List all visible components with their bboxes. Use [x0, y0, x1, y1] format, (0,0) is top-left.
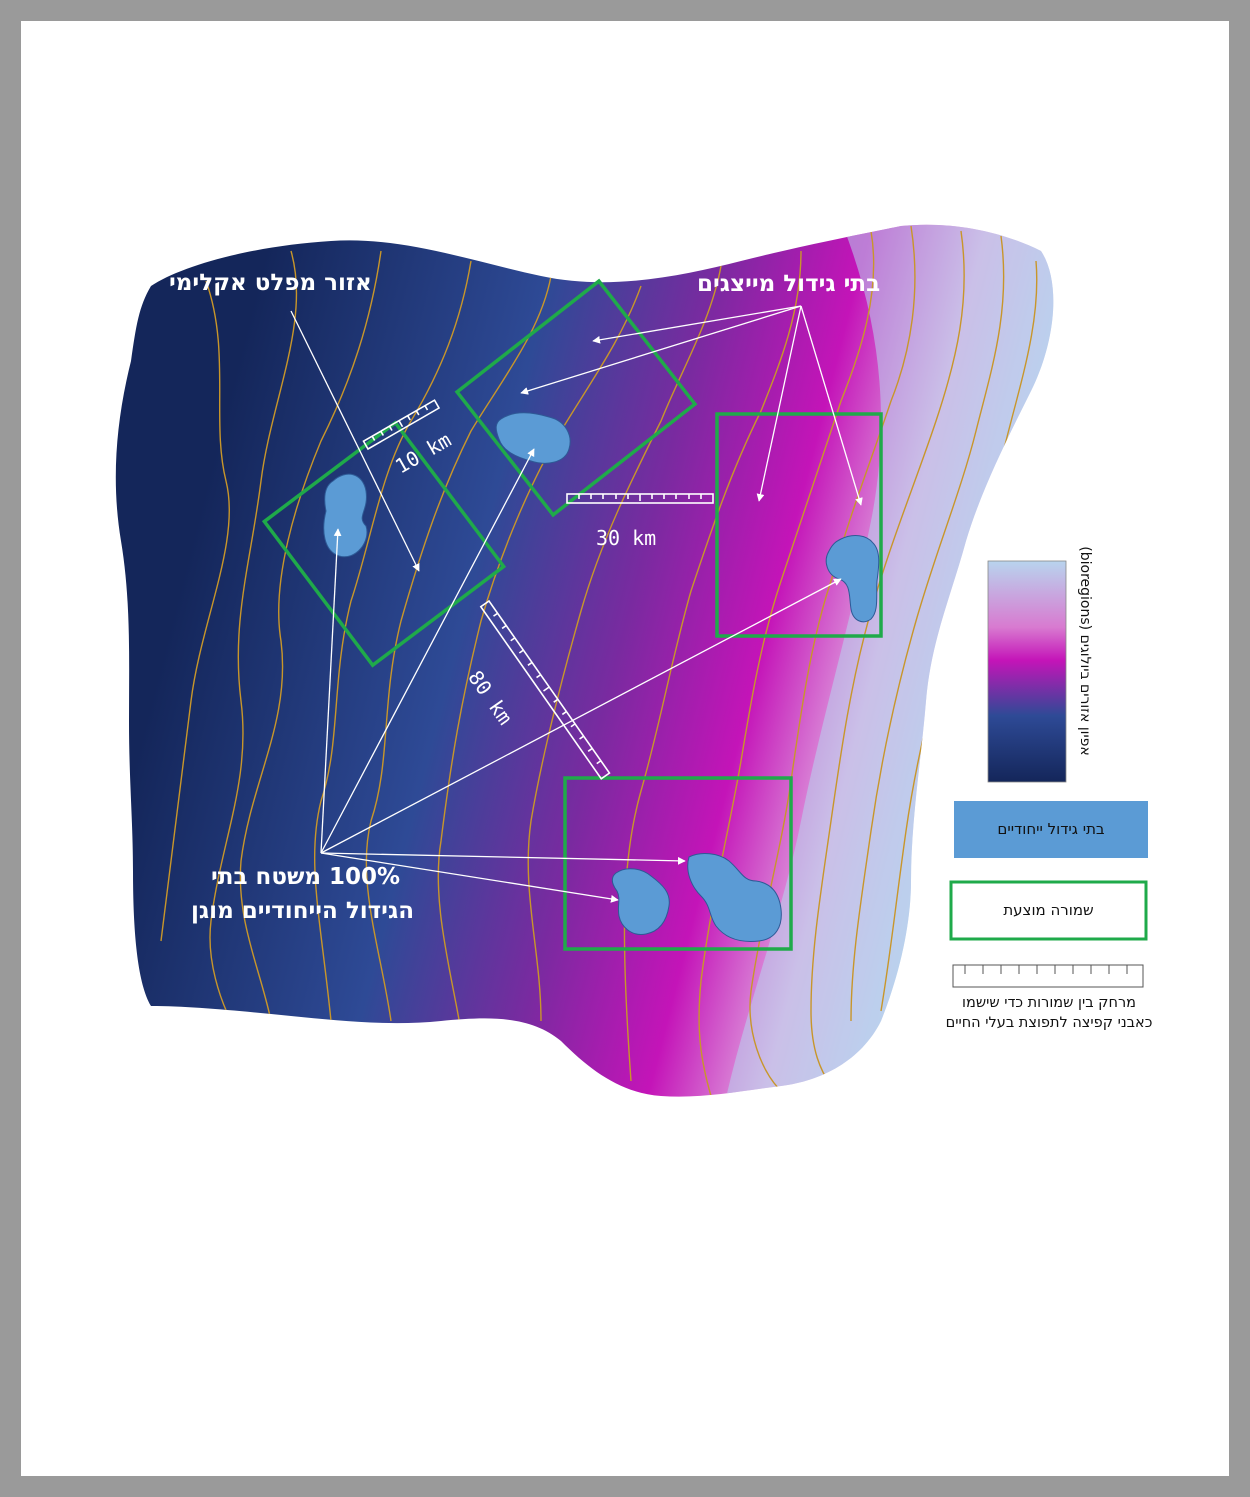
scale-label-30: 30 km — [596, 526, 657, 550]
legend-scale-swatch — [952, 964, 1144, 988]
bioregion-map — [115, 224, 1148, 1097]
label-protected-line2: הגידול הייחודיים מוגן — [191, 898, 415, 924]
reserve-north — [454, 278, 698, 518]
unique-habitats — [323, 412, 880, 942]
scale-bars — [362, 399, 714, 780]
habitat-east — [825, 535, 880, 623]
legend-distance-text: מרחק בין שמורות כדי שישמו כאבני קפיצה לת… — [945, 995, 1153, 1031]
reserve-east — [715, 412, 883, 638]
legend-unique-habitats: בתי גידול ייחודיים — [997, 820, 1105, 838]
legend-graphics — [949, 560, 1148, 988]
reserve-south — [563, 776, 793, 951]
legend-proposed-reserve: שמורה מוצעת — [1003, 901, 1094, 919]
scale-bar-80 — [479, 599, 611, 780]
legend-gradient-bar — [987, 560, 1067, 783]
scale-bar-30 — [566, 493, 714, 504]
legend-reserve-swatch — [949, 880, 1148, 941]
habitat-south-1 — [611, 868, 670, 935]
map-frame: אזור מפלט אקלימי בתי גידול מייצגים 100% … — [21, 21, 1229, 1476]
habitat-west — [323, 473, 368, 558]
label-protected-line1: 100% משטח בתי — [211, 864, 401, 890]
label-representative-habitats: בתי גידול מייצגים — [697, 271, 881, 297]
label-climate-refuge: אזור מפלט אקלימי — [169, 270, 372, 296]
habitat-south-2 — [687, 853, 782, 942]
annotation-arrows — [290, 305, 863, 903]
legend-habitat-swatch — [954, 801, 1148, 858]
proposed-reserves — [261, 278, 883, 951]
habitat-north — [495, 412, 571, 464]
scale-bar-10 — [362, 399, 441, 451]
reserve-west — [261, 420, 507, 668]
legend-gradient-title: אפיון אזורים ביולוגים (bioregions) — [1077, 546, 1093, 756]
